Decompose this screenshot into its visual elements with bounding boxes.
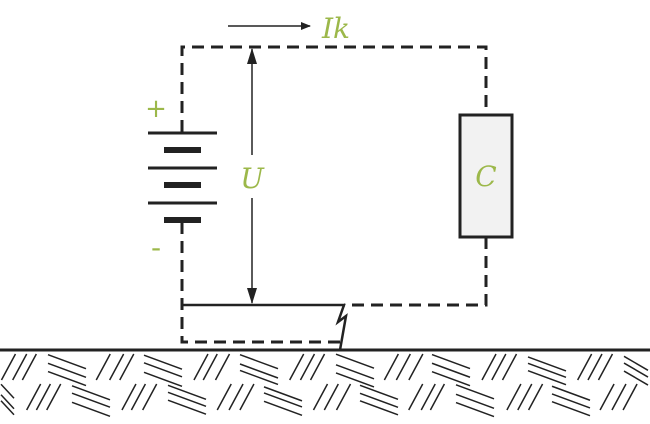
hatch-stroke [121, 383, 137, 411]
hatch-stroke [130, 383, 147, 411]
hatch-stroke [214, 353, 231, 381]
hatch-stroke [71, 392, 111, 408]
hatch-stroke [228, 383, 244, 411]
hatch-stroke [216, 383, 232, 411]
hatch-stroke [431, 370, 471, 387]
hatch-stroke [359, 392, 399, 409]
hatch-stroke [167, 391, 207, 407]
hatch-stroke [501, 353, 518, 381]
hatch-stroke [429, 383, 446, 411]
hatch-stroke [551, 385, 591, 401]
hatch-stroke [95, 353, 111, 381]
hatch-stroke [323, 383, 339, 411]
hatch-stroke [71, 401, 111, 417]
hatch-stroke [431, 353, 471, 370]
hatch-stroke [71, 385, 111, 401]
hatch-stroke [263, 400, 303, 417]
hatch-stroke [481, 353, 497, 381]
hatch-stroke [143, 362, 183, 378]
hatch-stroke [167, 399, 207, 415]
hatch-stroke [383, 353, 400, 381]
hatch-stroke [239, 383, 255, 411]
hatch-stroke [47, 362, 87, 379]
hatch-stroke [395, 353, 411, 381]
hatch-stroke [491, 353, 507, 381]
hatch-stroke [35, 383, 52, 411]
hatch-stroke [143, 371, 183, 388]
hatch-stroke [46, 383, 62, 411]
fault-line [182, 303, 348, 351]
hatch-stroke [47, 354, 87, 370]
hatch-stroke [527, 362, 567, 379]
hatch-stroke [506, 383, 522, 411]
hatch-stroke [47, 370, 87, 387]
hatch-stroke [623, 370, 649, 386]
hatch-stroke [597, 353, 614, 381]
hatch-stroke [527, 383, 544, 411]
hatch-stroke [431, 362, 471, 378]
hatch-stroke [622, 383, 638, 411]
hatch-stroke [527, 369, 567, 386]
hatch-stroke [202, 353, 218, 381]
hatch-stroke [0, 394, 15, 410]
hatch-stroke [263, 386, 303, 402]
hatch-stroke [455, 401, 495, 418]
hatch-stroke [25, 383, 42, 411]
capacitance-label: C [475, 160, 496, 193]
hatch-stroke [359, 384, 399, 401]
hatch-stroke [455, 384, 495, 400]
hatch-stroke [239, 363, 279, 379]
hatch-stroke [359, 400, 399, 416]
hatch-stroke [299, 353, 316, 381]
current-label: Ik [321, 12, 350, 45]
hatch-stroke [289, 353, 305, 381]
hatch-stroke [408, 353, 424, 381]
hatch-stroke [12, 353, 28, 381]
hatch-stroke [623, 362, 649, 378]
hatch-stroke [239, 354, 279, 370]
hatch-stroke [551, 400, 591, 417]
hatch-stroke [335, 372, 375, 388]
hatch-stroke [167, 384, 207, 401]
hatch-stroke [309, 353, 326, 381]
circuit-wire [180, 45, 488, 344]
hatch-stroke [527, 356, 567, 372]
hatch-stroke [551, 393, 591, 409]
hatch-stroke [420, 383, 436, 411]
hatch-stroke [408, 383, 424, 411]
hatch-stroke [335, 364, 375, 380]
minus-sign: - [151, 231, 161, 264]
battery-icon [148, 131, 217, 223]
hatch-stroke [611, 383, 627, 411]
hatch-stroke [587, 353, 603, 381]
hatch-stroke [0, 353, 17, 381]
hatch-stroke [21, 353, 38, 381]
hatch-stroke [239, 369, 279, 386]
plus-sign: + [145, 94, 167, 124]
hatch-stroke [0, 383, 15, 399]
hatch-stroke [599, 383, 615, 411]
hatch-stroke [335, 353, 375, 369]
hatch-stroke [623, 355, 649, 371]
hatch-stroke [576, 353, 593, 381]
ground-hatching [0, 353, 649, 418]
hatch-stroke [335, 383, 352, 411]
hatch-stroke [0, 400, 15, 416]
hatch-stroke [312, 383, 329, 411]
hatch-stroke [119, 353, 135, 381]
voltage-label: U [240, 162, 265, 195]
hatch-stroke [263, 392, 303, 408]
capacitance-element [458, 113, 514, 239]
hatch-stroke [142, 383, 158, 411]
hatch-stroke [193, 353, 209, 381]
hatch-stroke [108, 353, 125, 381]
hatch-stroke [517, 383, 533, 411]
hatch-stroke [455, 393, 495, 410]
hatch-stroke [143, 354, 183, 370]
